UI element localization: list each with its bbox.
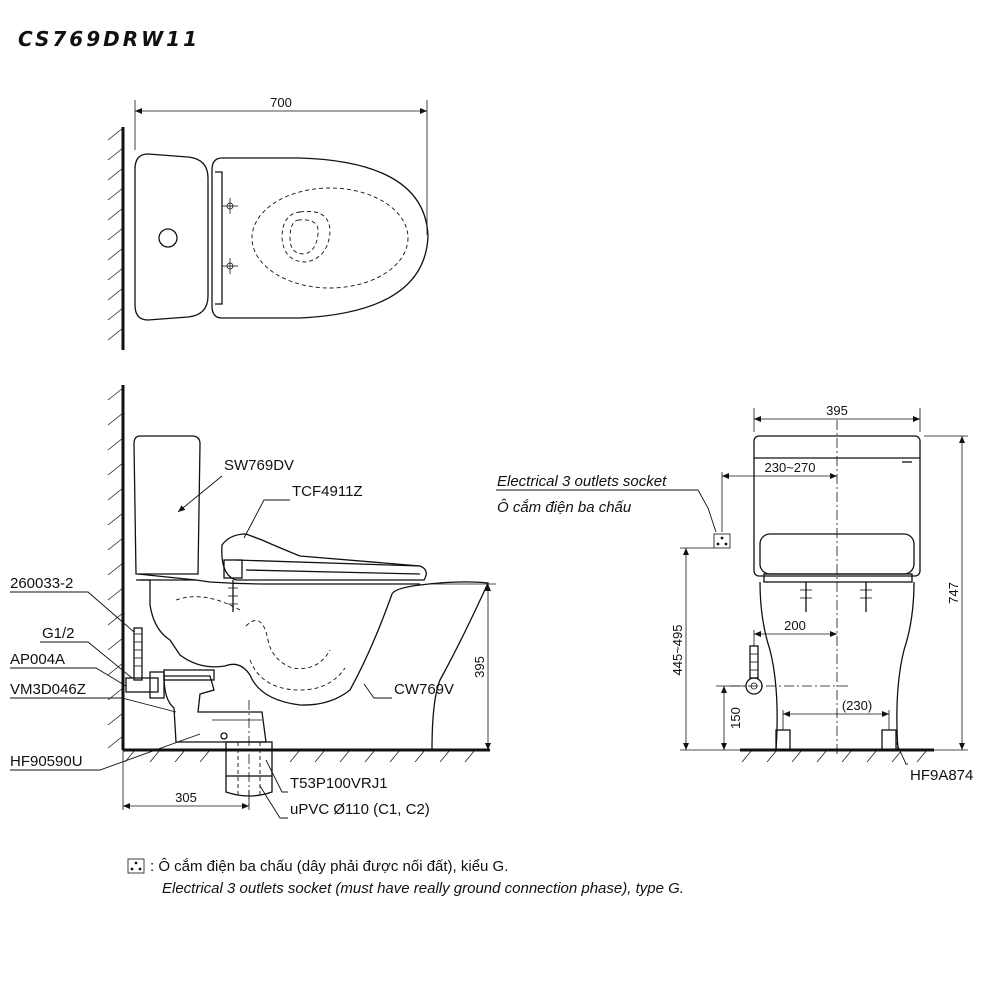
front-width-dim: 395: [826, 403, 848, 418]
side-tank: [133, 435, 201, 575]
side-bowl: [136, 579, 489, 751]
thread-label: G1/2: [42, 625, 75, 642]
side-depth-dim: 305: [175, 790, 197, 805]
front-floor-bolts: [775, 729, 897, 751]
front-bowl: [759, 581, 915, 751]
side-seat: [221, 533, 427, 581]
socket-height-dim: 445~495: [670, 625, 685, 676]
front-bolts: [800, 582, 872, 612]
side-wall-hatch: [107, 387, 124, 749]
socket-symbol-icon: [713, 533, 731, 549]
tank-label: SW769DV: [224, 457, 294, 474]
top-bolts: [222, 198, 238, 274]
top-wall-hatch: [107, 127, 124, 341]
valve-label: AP004A: [10, 651, 65, 668]
bolt-spacing-dim: (230): [842, 698, 872, 713]
water-inlet-offset-dim: 200: [784, 618, 806, 633]
water-inlet-height-dim: 150: [728, 707, 743, 729]
pipe-socket-label: T53P100VRJ1: [290, 775, 388, 792]
front-floor-hatch: [741, 749, 928, 763]
side-height-dim: 395: [472, 656, 487, 678]
socket-label-en: Electrical 3 outlets socket: [497, 473, 667, 490]
legend: : Ô cắm điện ba chấu (dây phải được nối …: [127, 858, 684, 897]
side-view: 395 305 SW769DV TCF4911Z CW769V 260033-2…: [10, 385, 496, 819]
top-flush-button: [158, 228, 178, 248]
side-floor-flange: [163, 669, 267, 743]
socket-label-vi: Ô cắm điện ba chấu: [497, 499, 632, 516]
top-seat-lid: [211, 157, 429, 319]
side-floor-hatch: [124, 749, 476, 763]
legend-socket-icon: [127, 858, 145, 874]
bowl-label: CW769V: [394, 681, 454, 698]
flange-label: HF90590U: [10, 753, 83, 770]
socket-offset-dim: 230~270: [765, 460, 816, 475]
floor-bolt-label: HF9A874: [910, 767, 973, 784]
side-bolts: [228, 580, 238, 612]
top-width-dim: 700: [270, 95, 292, 110]
side-water-supply: [125, 627, 165, 699]
stop-valve-label: VM3D046Z: [10, 681, 86, 698]
front-tank: [753, 435, 921, 577]
top-view: 700: [107, 95, 429, 350]
legend-text-en: Electrical 3 outlets socket (must have r…: [162, 880, 684, 897]
hose-label: 260033-2: [10, 575, 73, 592]
model-code: CS769DRW11: [18, 27, 200, 51]
front-water-inlet: [730, 645, 850, 695]
front-height-dim: 747: [946, 582, 961, 604]
pipe-label: uPVC Ø110 (C1, C2): [290, 801, 430, 818]
seat-label: TCF4911Z: [292, 483, 363, 500]
front-view: Electrical 3 outlets socket Ô cắm điện b…: [496, 403, 973, 784]
top-tank: [134, 153, 209, 321]
legend-text-vi: : Ô cắm điện ba chấu (dây phải được nối …: [150, 858, 508, 875]
